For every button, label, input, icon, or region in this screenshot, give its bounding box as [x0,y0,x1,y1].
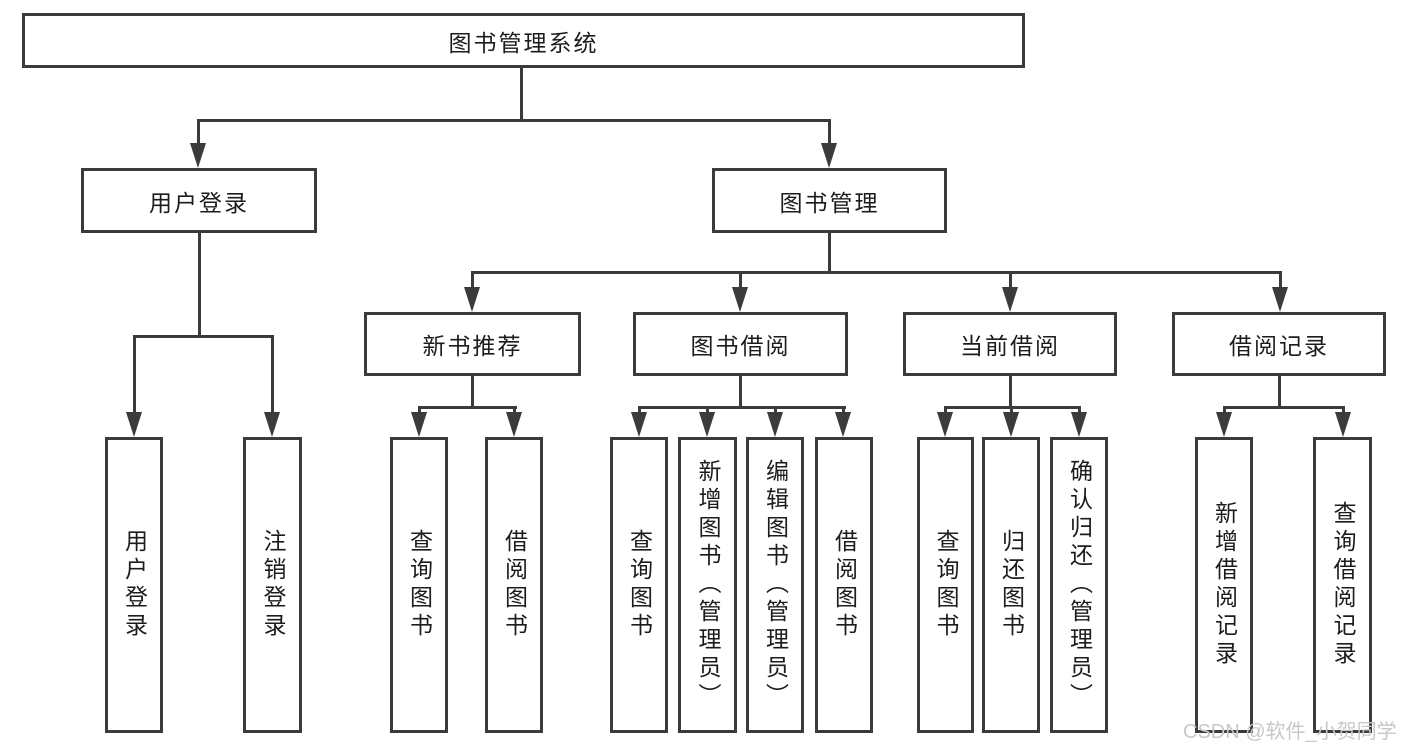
connector-drop-bb-borrow [842,406,845,416]
connector-new-book-horizontal [418,406,517,409]
leaf-add-book-admin-label: 新增图书（管理员） [695,459,721,711]
connector-drop-bb-edit [774,406,777,416]
node-current-borrow: 当前借阅 [903,312,1117,376]
arrowhead-user-login [190,143,206,168]
connector-drop-new-book [471,271,474,289]
connector-book-borrow-horizontal [638,406,846,409]
connector-drop-borrow-records [1279,271,1282,289]
node-current-borrow-label: 当前借阅 [960,333,1060,359]
leaf-borrow-books-2-label: 借阅图书 [831,529,858,641]
leaf-edit-book-admin: 编辑图书（管理员） [746,437,804,733]
connector-drop-user-login [197,119,200,147]
leaf-borrow-books-1: 借阅图书 [485,437,543,733]
node-book-borrow-label: 图书借阅 [690,333,791,359]
connector-drop-cb-query [944,406,947,416]
leaf-query-books-3-label: 查询图书 [933,529,959,641]
connector-drop-nb-borrow [513,406,516,416]
node-new-book-recommend-label: 新书推荐 [422,333,523,359]
arrowhead-cb-return [1003,412,1019,437]
watermark: CSDN @软件_小贺同学 [1183,721,1397,743]
arrowhead-cb-confirm [1071,412,1087,437]
leaf-add-borrow-record: 新增借阅记录 [1195,437,1253,733]
leaf-query-borrow-record-label: 查询借阅记录 [1330,501,1356,669]
node-book-borrow: 图书借阅 [633,312,848,376]
node-user-login-label: 用户登录 [149,189,249,216]
connector-drop-br-add [1223,406,1226,416]
arrowhead-bb-add [699,412,715,437]
connector-drop-nb-query [418,406,421,416]
leaf-logout: 注销登录 [243,437,302,733]
arrowhead-bb-borrow [835,412,851,437]
connector-root-stem [520,68,523,120]
leaf-query-books-1: 查询图书 [390,437,448,733]
leaf-query-borrow-record: 查询借阅记录 [1313,437,1372,733]
node-borrow-records: 借阅记录 [1172,312,1386,376]
connector-drop-book-management [828,119,831,147]
node-user-login: 用户登录 [81,168,317,233]
connector-drop-br-query [1342,406,1345,416]
leaf-borrow-books-1-label: 借阅图书 [501,529,528,641]
connector-drop-bb-query [638,406,641,416]
arrowhead-nb-query [411,412,427,437]
arrowhead-bb-query [631,412,647,437]
leaf-add-book-admin: 新增图书（管理员） [678,437,737,733]
leaf-query-books-3: 查询图书 [917,437,974,733]
leaf-edit-book-admin-label: 编辑图书（管理员） [762,459,789,711]
leaf-return-book: 归还图书 [982,437,1040,733]
arrowhead-borrow-records [1272,287,1288,312]
connector-drop-cb-return [1010,406,1013,416]
connector-borrow-records-horizontal [1223,406,1345,409]
node-new-book-recommend: 新书推荐 [364,312,581,376]
arrowhead-new-book [464,287,480,312]
connector-drop-book-borrow [739,271,742,289]
connector-user-login-stem [198,233,201,336]
connector-new-book-stem [471,376,474,408]
leaf-query-books-2-label: 查询图书 [626,529,653,641]
arrowhead-leaf-user-login [126,412,142,437]
connector-drop-bb-add [706,406,709,416]
node-borrow-records-label: 借阅记录 [1229,333,1329,359]
arrowhead-bb-edit [767,412,783,437]
arrowhead-book-borrow [732,287,748,312]
node-root: 图书管理系统 [22,13,1025,68]
leaf-logout-label: 注销登录 [260,529,286,641]
connector-drop-current-borrow [1009,271,1012,289]
connector-user-login-horizontal [133,335,274,338]
arrowhead-cb-query [937,412,953,437]
leaf-return-book-label: 归还图书 [998,529,1025,641]
connector-level3-horizontal [471,271,1281,274]
connector-book-borrow-stem [739,376,742,408]
connector-borrow-records-stem [1278,376,1281,408]
leaf-query-books-2: 查询图书 [610,437,668,733]
arrowhead-nb-borrow [506,412,522,437]
arrowhead-br-query [1335,412,1351,437]
connector-drop-cb-confirm [1078,406,1081,416]
connector-level2-horizontal [197,119,831,122]
leaf-confirm-return-admin: 确认归还（管理员） [1050,437,1108,733]
node-root-label: 图书管理系统 [448,29,599,56]
node-book-management: 图书管理 [712,168,947,233]
connector-drop-leaf-logout [271,335,274,413]
connector-drop-leaf-user-login [133,335,136,413]
arrowhead-book-management [821,143,837,168]
leaf-user-login-label: 用户登录 [121,529,148,641]
leaf-add-borrow-record-label: 新增借阅记录 [1211,501,1238,669]
node-book-management-label: 图书管理 [779,189,880,216]
leaf-borrow-books-2: 借阅图书 [815,437,873,733]
connector-book-management-stem [828,233,831,273]
arrowhead-current-borrow [1002,287,1018,312]
connector-current-borrow-stem [1009,376,1012,408]
arrowhead-leaf-logout [264,412,280,437]
leaf-confirm-return-admin-label: 确认归还（管理员） [1066,459,1093,711]
arrowhead-br-add [1216,412,1232,437]
leaf-query-books-1-label: 查询图书 [406,529,433,641]
leaf-user-login: 用户登录 [105,437,163,733]
